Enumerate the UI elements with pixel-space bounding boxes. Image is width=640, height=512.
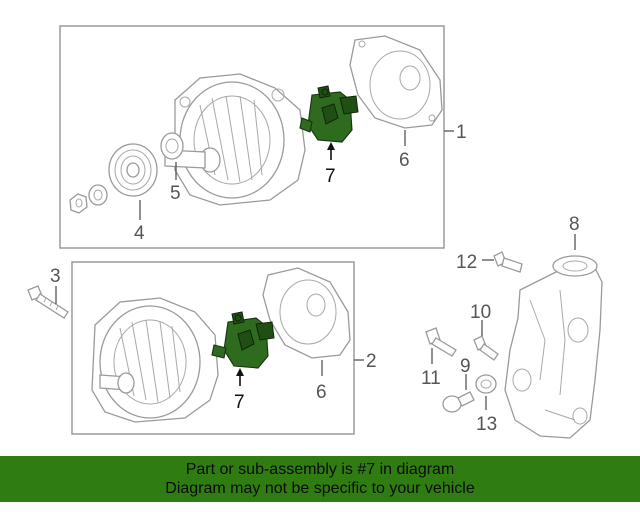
bolt-11 [425, 327, 457, 357]
rear-cover-lower [262, 267, 351, 359]
callout-6a: 6 [399, 150, 410, 171]
bolt-10 [473, 335, 499, 361]
callout-3: 3 [50, 266, 61, 287]
bolt-9 [442, 391, 475, 413]
callout-11: 11 [421, 368, 441, 389]
callout-6b: 6 [316, 382, 327, 403]
voltage-regulator-upper [299, 85, 359, 143]
callout-7a: 7 [325, 166, 336, 187]
alternator-lower [91, 297, 219, 423]
bolt-3 [27, 285, 69, 319]
rear-cover-upper [349, 35, 443, 129]
banner-line-1: Part or sub-assembly is #7 in diagram [185, 461, 455, 478]
bolt-12 [493, 251, 523, 273]
callout-9: 9 [460, 356, 471, 377]
bearing-ring [160, 132, 184, 160]
callout-2: 2 [366, 351, 377, 372]
nut-washer [69, 184, 108, 214]
callout-8: 8 [569, 214, 580, 235]
callout-1: 1 [456, 122, 467, 143]
info-banner: Part or sub-assembly is #7 in diagram Di… [0, 456, 640, 502]
callout-10: 10 [470, 302, 491, 323]
banner-line-2: Diagram may not be specific to your vehi… [165, 480, 475, 497]
voltage-regulator-lower [211, 311, 275, 369]
callout-4: 4 [134, 223, 145, 244]
callout-5: 5 [170, 183, 181, 204]
callout-13: 13 [476, 414, 497, 435]
callout-7b: 7 [234, 392, 245, 413]
washer-13 [475, 374, 497, 394]
pulley-upper [108, 143, 158, 197]
alternator-upper [164, 73, 306, 206]
callout-12: 12 [456, 252, 477, 273]
mounting-bracket [504, 255, 603, 439]
